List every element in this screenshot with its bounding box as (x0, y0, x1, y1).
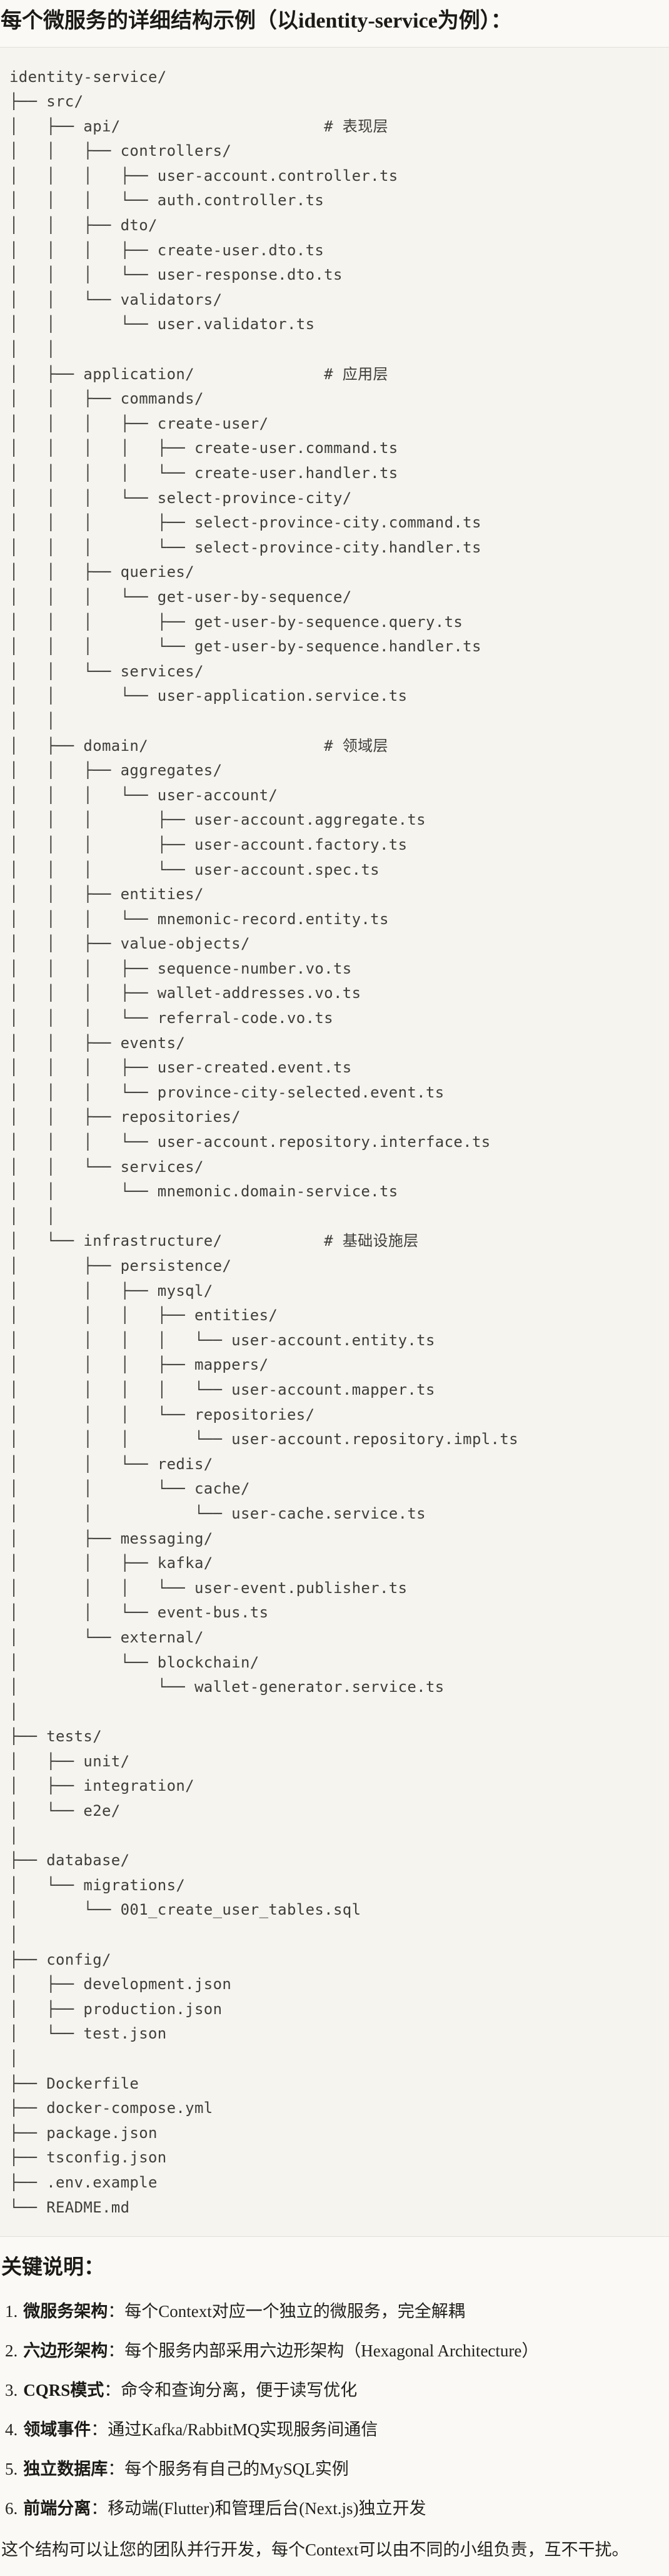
note-item: 4. 领域事件：通过Kafka/RabbitMQ实现服务间通信 (1, 2418, 659, 2441)
note-item: 3.CQRS模式：命令和查询分离，便于读写优化 (1, 2378, 659, 2402)
note-term: CQRS模式 (23, 2380, 104, 2400)
note-text: 每个Context对应一个独立的微服务，完全解耦 (124, 2301, 465, 2321)
note-item: 1.微服务架构：每个Context对应一个独立的微服务，完全解耦 (1, 2299, 659, 2323)
note-separator: ： (108, 2301, 125, 2321)
note-separator: ： (108, 2459, 125, 2478)
note-number: 3. (5, 2380, 18, 2400)
note-separator: ： (91, 2498, 108, 2518)
note-number: 1. (5, 2301, 18, 2321)
note-number: 5. (5, 2459, 18, 2478)
notes-list: 1.微服务架构：每个Context对应一个独立的微服务，完全解耦 2.六边形架构… (1, 2299, 659, 2520)
note-term: 微服务架构 (23, 2301, 108, 2321)
note-separator: ： (108, 2341, 125, 2360)
page-title: 每个微服务的详细结构示例（以identity-service为例）： (1, 9, 512, 33)
note-text: 移动端(Flutter)和管理后台(Next.js)独立开发 (108, 2498, 426, 2518)
note-item: 2. 六边形架构：每个服务内部采用六边形架构（Hexagonal Architec… (1, 2339, 659, 2363)
note-separator: ： (104, 2380, 121, 2400)
note-separator: ： (91, 2420, 108, 2439)
notes-section: 关键说明： 1.微服务架构：每个Context对应一个独立的微服务，完全解耦 2… (0, 2237, 669, 2562)
code-block: identity-service/ ├── src/ │ ├── api/ # … (0, 46, 669, 2237)
note-text: 每个服务有自己的MySQL实例 (124, 2459, 349, 2478)
note-term: 独立数据库 (23, 2459, 108, 2478)
closing-paragraph: 这个结构可以让您的团队并行开发，每个Context可以由不同的小组负责，互不干扰… (1, 2540, 629, 2559)
note-number: 2. (5, 2341, 18, 2360)
note-text: 每个服务内部采用六边形架构（Hexagonal Architecture） (124, 2341, 539, 2360)
note-term: 前端分离 (23, 2498, 91, 2518)
directory-tree: identity-service/ ├── src/ │ ├── api/ # … (9, 68, 518, 2216)
note-text: 通过Kafka/RabbitMQ实现服务间通信 (108, 2420, 378, 2439)
note-text: 命令和查询分离，便于读写优化 (121, 2380, 358, 2400)
note-item: 5. 独立数据库：每个服务有自己的MySQL实例 (1, 2457, 659, 2481)
note-item: 6.前端分离：移动端(Flutter)和管理后台(Next.js)独立开发 (1, 2497, 659, 2520)
note-term: 领域事件 (23, 2420, 91, 2439)
note-number: 6. (5, 2498, 18, 2518)
notes-heading: 关键说明： (1, 2256, 104, 2279)
note-number: 4. (5, 2420, 18, 2439)
note-term: 六边形架构 (23, 2341, 108, 2360)
